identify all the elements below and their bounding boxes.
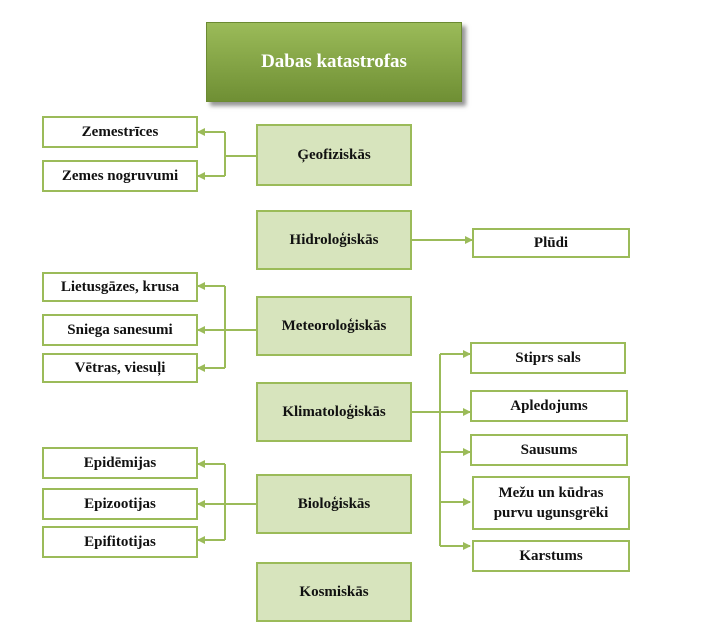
item-epiphytotics: Epifitotijas (42, 526, 198, 558)
item-floods: Plūdi (472, 228, 630, 258)
item-landslides: Zemes nogruvumi (42, 160, 198, 192)
item-drought: Sausums (470, 434, 628, 466)
item-downpours-hail: Lietusgāzes, krusa (42, 272, 198, 302)
category-climatological: Klimatoloģiskās (256, 382, 412, 442)
diagram-title: Dabas katastrofas (206, 22, 462, 102)
item-heat: Karstums (472, 540, 630, 572)
category-hydrological: Hidroloģiskās (256, 210, 412, 270)
item-snowdrifts: Sniega sanesumi (42, 314, 198, 346)
category-geophysical: Ģeofiziskās (256, 124, 412, 186)
category-meteorological: Meteoroloģiskās (256, 296, 412, 356)
item-icing: Apledojums (470, 390, 628, 422)
item-epidemics: Epidēmijas (42, 447, 198, 479)
item-epizootics: Epizootijas (42, 488, 198, 520)
item-earthquakes: Zemestrīces (42, 116, 198, 148)
category-biological: Bioloģiskās (256, 474, 412, 534)
item-severe-frost: Stiprs sals (470, 342, 626, 374)
item-storms-whirlwinds: Vētras, viesuļi (42, 353, 198, 383)
item-forest-peat-fires: Mežu un kūdras purvu ugunsgrēki (472, 476, 630, 530)
category-cosmic: Kosmiskās (256, 562, 412, 622)
